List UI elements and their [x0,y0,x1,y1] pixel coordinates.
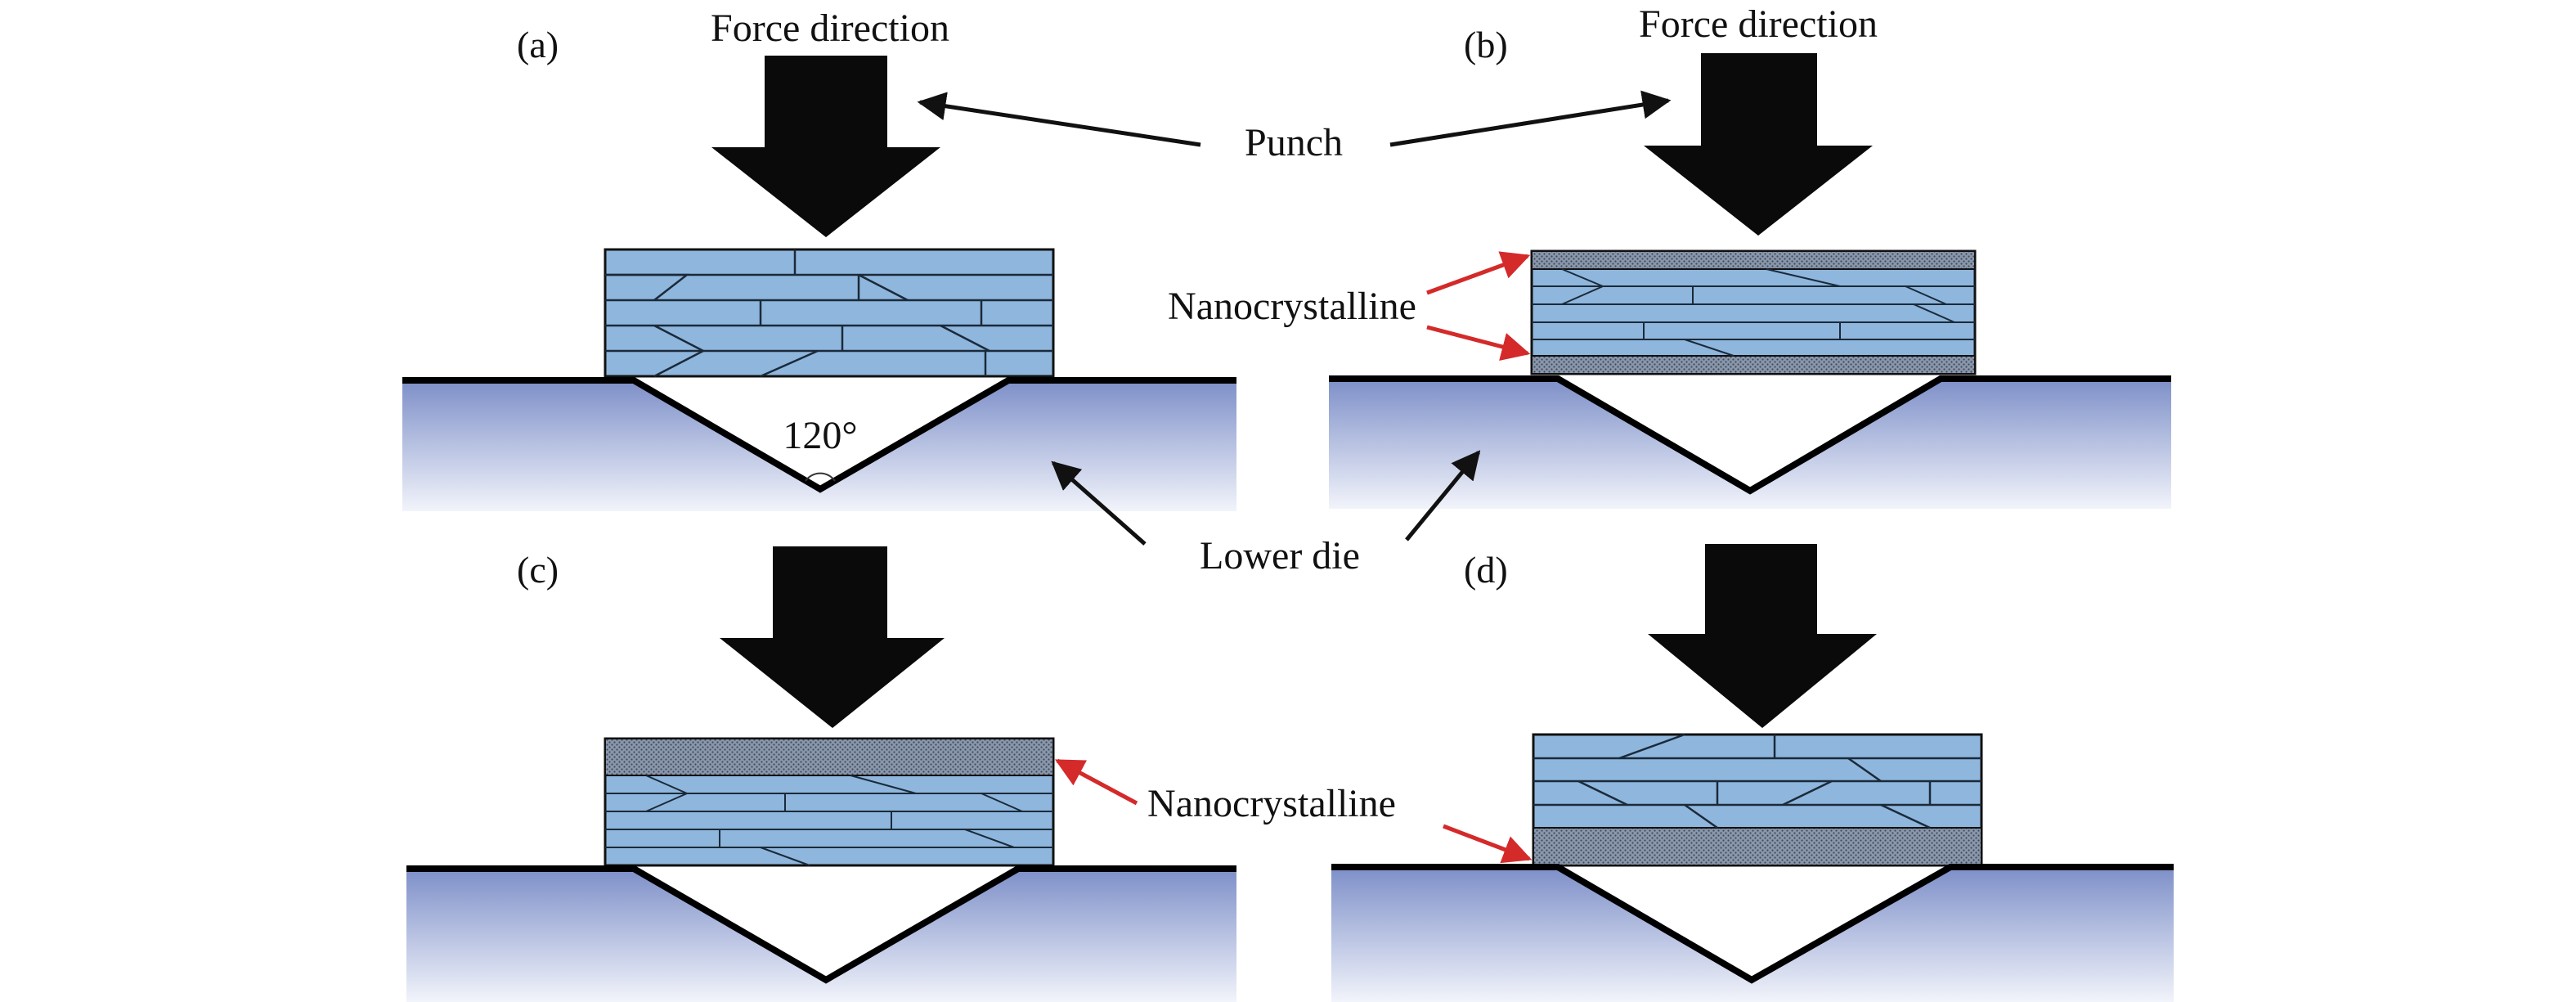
panel-a: (a) Force direction [402,7,1236,511]
annotation-punch: Punch [917,90,1672,164]
panel-d-sheet [1532,733,1983,867]
panel-c-sheet [604,737,1055,867]
annotation-nanocrystalline-b: Nanocrystalline [1168,251,1531,362]
panel-a-lower-die [402,377,1236,511]
panel-b-force-label: Force direction [1639,2,1878,46]
panel-c-nano-top [604,738,1054,776]
annotation-nanocrystalline-cd: Nanocrystalline [1054,758,1533,864]
panel-a-label: (a) [517,24,559,65]
panel-d-lower-die [1331,864,2174,1002]
panel-d: (d) [1331,544,2174,1002]
panel-c-lower-die [406,865,1236,1002]
panel-c-punch [720,546,945,728]
panel-b-nano-bottom [1531,355,1976,375]
panel-c-label: (c) [517,549,559,591]
lower-die-label: Lower die [1200,534,1360,577]
panel-b-label: (b) [1464,24,1508,65]
panel-b-lower-die [1329,375,2171,509]
nanocrystalline-label-b: Nanocrystalline [1168,285,1416,328]
panel-a-sheet [604,248,1055,378]
punch-label: Punch [1245,121,1343,164]
nanocrystalline-label-cd: Nanocrystalline [1147,782,1396,825]
panel-d-label: (d) [1464,549,1508,591]
panel-b: (b) Force direction [1329,2,2171,509]
panel-b-nano-top [1531,250,1976,270]
panel-b-punch [1644,53,1873,236]
panel-a-force-label: Force direction [711,7,949,50]
annotation-lower-die: Lower die [1051,450,1481,577]
panel-a-punch [711,56,940,237]
panel-d-punch [1648,544,1877,728]
panel-c: (c) [406,546,1236,1002]
panel-a-angle-label: 120° [783,414,857,457]
panel-b-sheet [1530,249,1977,375]
panel-d-nano-bottom [1533,827,1982,866]
